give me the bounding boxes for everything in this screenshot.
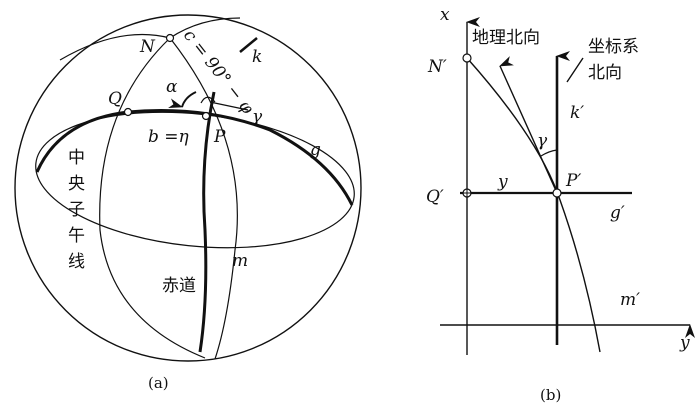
label-x: x <box>440 5 450 25</box>
point-p <box>552 188 562 198</box>
grid-north-pointer <box>566 57 584 83</box>
central-meridian <box>99 37 206 359</box>
grid-north-label-line2: 北向 <box>588 63 622 83</box>
grid-north-label-line1: 坐标系 <box>588 37 639 57</box>
char: 央 <box>68 174 85 194</box>
gamma-line <box>209 101 249 111</box>
label-g: g <box>310 140 321 160</box>
meridian-m <box>466 57 601 353</box>
label-n: N′ <box>427 57 447 77</box>
label-y-axis: y <box>679 333 690 353</box>
label-k: k′ <box>570 103 584 123</box>
label-gamma: γ <box>252 107 263 127</box>
point-p <box>201 111 211 121</box>
label-m: m′ <box>620 290 640 310</box>
label-p: P <box>213 127 226 147</box>
figure-a <box>14 14 362 362</box>
geo-north-arrow <box>499 56 558 194</box>
label-p: P′ <box>565 171 581 191</box>
meridian-n-top <box>169 17 241 39</box>
label-k: k <box>252 47 262 67</box>
meridian-back <box>59 33 171 61</box>
point-q <box>123 107 133 117</box>
label-g: g′ <box>610 203 625 223</box>
label-q: Q <box>108 89 122 109</box>
equator-label: 赤道 <box>162 276 196 296</box>
gamma-arc <box>540 149 558 157</box>
char: 中 <box>68 148 85 168</box>
char: 线 <box>68 252 85 272</box>
equator-front <box>35 108 354 206</box>
label-n: N <box>139 37 156 57</box>
label-b-eta: b =η <box>148 127 190 147</box>
char: 子 <box>68 200 85 220</box>
central-meridian-label: 中 央 子 午 线 <box>68 148 85 272</box>
meridian-through-n <box>169 37 238 360</box>
meridian-m <box>198 91 216 353</box>
label-m: m <box>232 251 248 271</box>
label-q: Q′ <box>426 187 444 207</box>
caption-a: (a) <box>148 374 169 392</box>
label-alpha: α <box>166 77 178 97</box>
label-c: c = 90° − φ <box>179 26 257 118</box>
gamma-arc <box>200 96 216 104</box>
alpha-arrow <box>168 91 197 109</box>
point-n <box>165 33 175 43</box>
label-gamma: γ <box>537 131 548 151</box>
figure-b <box>440 17 695 355</box>
k-tick <box>239 37 258 53</box>
sphere-outline <box>14 14 362 362</box>
char: 午 <box>68 226 85 246</box>
geo-north-label: 地理北向 <box>472 28 540 48</box>
caption-b: (b) <box>540 386 561 404</box>
point-q <box>462 188 472 198</box>
point-n <box>462 53 472 63</box>
label-y-seg: y <box>497 172 508 192</box>
